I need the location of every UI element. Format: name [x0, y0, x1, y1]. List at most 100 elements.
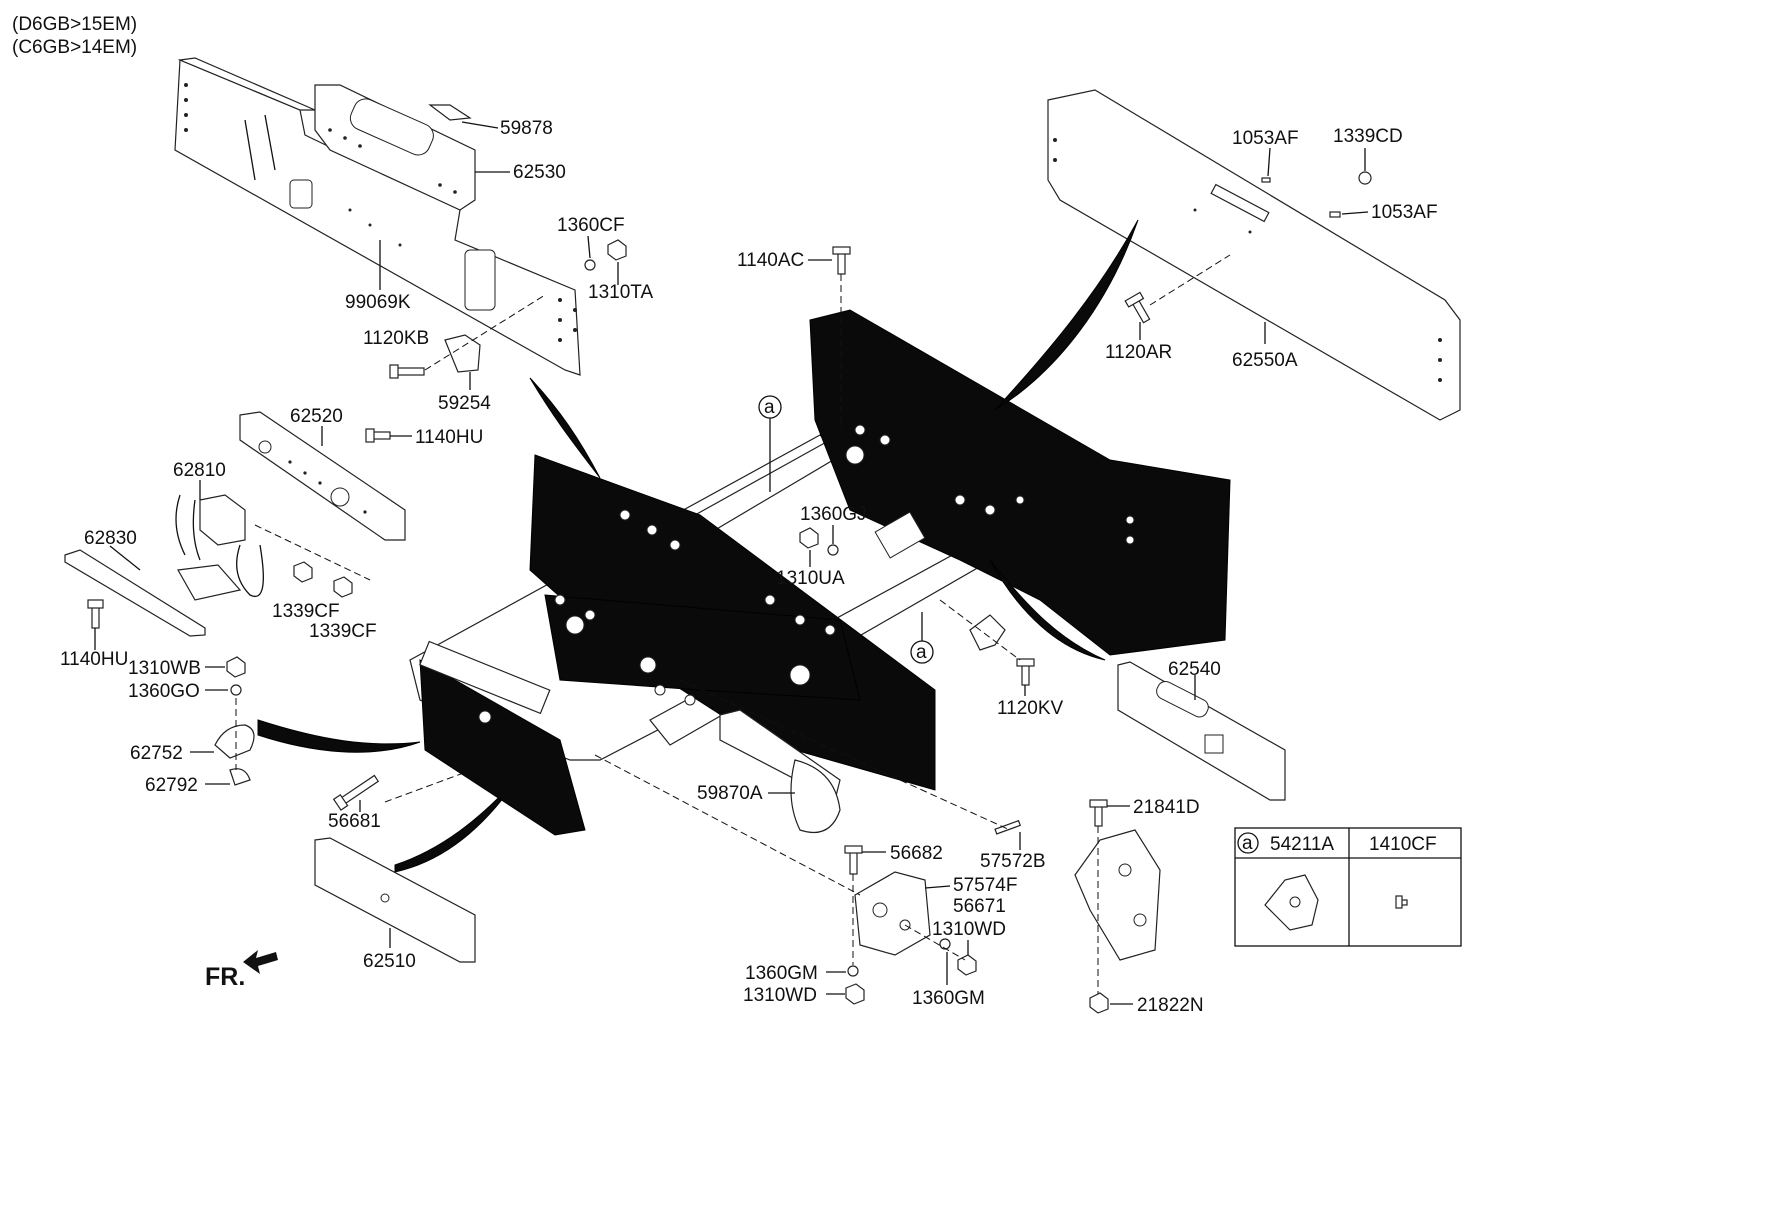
bolt-21841d-icon [1089, 799, 1108, 827]
callout-62550a: 62550A [1232, 350, 1298, 371]
front-direction-label: FR. [205, 963, 245, 991]
bracket-59254 [444, 334, 481, 373]
washer-1360cf-icon [584, 259, 596, 271]
panel-99069k [174, 57, 581, 376]
svg-text:a: a [916, 642, 927, 663]
callout-1360gm-a: 1360GM [745, 963, 818, 984]
callout-56682: 56682 [890, 843, 943, 864]
callout-59870a: 59870A [697, 783, 763, 804]
pin-57572b [994, 819, 1022, 835]
callout-62540: 62540 [1168, 659, 1221, 680]
callout-1360gj: 1360GJ [800, 504, 867, 525]
callout-57572b: 57572B [980, 851, 1046, 872]
callout-1310ta: 1310TA [588, 282, 653, 303]
callout-56671: 56671 [953, 896, 1006, 917]
bolt-1140hu-lower-icon [87, 599, 104, 629]
callout-56681: 56681 [328, 811, 381, 832]
bracket-1120kv [969, 614, 1006, 651]
main-frame [409, 309, 1231, 836]
bolt-1120kb-icon [389, 364, 425, 379]
legend-ref: a [1242, 833, 1253, 854]
callout-1339cf-a: 1339CF [272, 601, 340, 622]
callout-1310wd-b: 1310WD [743, 985, 817, 1006]
callout-1339cf-b: 1339CF [309, 621, 377, 642]
callout-1140ac: 1140AC [737, 250, 804, 271]
pointer-arc-2 [257, 719, 421, 753]
nut-1310wd-b-icon [957, 954, 977, 976]
pointer-arc-4 [989, 559, 1106, 661]
callout-1140hu-b: 1140HU [60, 649, 128, 670]
callout-1140hu-a: 1140HU [415, 427, 483, 448]
bracket-57574f [854, 871, 931, 956]
washer-1360go-icon [230, 684, 242, 696]
callout-1360cf: 1360CF [557, 215, 625, 236]
legend-part-1: 54211A [1270, 834, 1334, 855]
model-note-2: (C6GB>14EM) [12, 37, 137, 58]
callout-1053af-a: 1053AF [1232, 128, 1299, 149]
rail-62830 [64, 549, 206, 637]
bolt-1140ac-icon [832, 246, 851, 275]
washer-1339cd-icon [1358, 171, 1372, 185]
bolt-56681-icon [332, 774, 380, 811]
callout-59878: 59878 [500, 118, 553, 139]
nut-1339cf-a-icon [293, 561, 313, 583]
plate-62540 [1117, 661, 1286, 801]
callout-1310ua: 1310UA [776, 568, 845, 589]
legend-bolt-1410cf-icon [1395, 895, 1408, 909]
front-arrow-icon [243, 950, 278, 974]
pointer-arc-5 [994, 219, 1139, 411]
legend-ref-circle-icon [1237, 832, 1259, 854]
bolt-1120ar-icon [1124, 291, 1151, 324]
callout-1310wb: 1310WB [128, 658, 201, 679]
callout-1360gm-b: 1360GM [912, 988, 985, 1009]
callout-1053af-b: 1053AF [1371, 202, 1438, 223]
callout-57574f: 57574F [953, 875, 1017, 896]
nut-1310wb-icon [226, 656, 246, 678]
clip-62792 [229, 768, 251, 786]
nut-1339cf-b-icon [333, 576, 353, 598]
callout-1120kb: 1120KB [363, 328, 429, 349]
bolt-1053af-a-icon [1261, 177, 1271, 183]
callout-62752: 62752 [130, 743, 183, 764]
washer-1360gm-b-icon [939, 938, 951, 950]
washer-1360gm-a-icon [847, 965, 859, 977]
callout-62792: 62792 [145, 775, 198, 796]
panel-62530 [314, 84, 476, 211]
panel-62550a [1047, 89, 1461, 421]
legend-table: a 54211A 1410CF [1234, 827, 1462, 947]
bolt-56682-icon [844, 845, 863, 875]
crossmember-62520 [239, 411, 406, 541]
tow-hook-62810 [175, 494, 264, 601]
bracket-59870a [719, 709, 841, 834]
callout-62810: 62810 [173, 460, 226, 481]
bolt-1120kv-icon [1016, 658, 1035, 686]
svg-text:a: a [764, 397, 775, 418]
pointer-arc-1 [529, 377, 601, 479]
callout-1120ar: 1120AR [1105, 342, 1172, 363]
callout-1120kv: 1120KV [997, 698, 1064, 719]
clip-62752 [214, 724, 255, 759]
callout-99069k: 99069K [345, 292, 411, 313]
callout-1360go: 1360GO [128, 681, 200, 702]
washer-1360gj-icon [827, 544, 839, 556]
callout-59254: 59254 [438, 393, 491, 414]
plate-59878 [428, 104, 472, 121]
ref-marker-a-top: a [758, 395, 782, 492]
model-note-1: (D6GB>15EM) [12, 14, 137, 35]
plate-62510 [314, 837, 476, 963]
callout-62520: 62520 [290, 406, 343, 427]
legend-part-2: 1410CF [1369, 834, 1437, 855]
callout-1339cd: 1339CD [1333, 126, 1403, 147]
callout-21841d: 21841D [1133, 797, 1200, 818]
callout-62530: 62530 [513, 162, 566, 183]
bolt-1053af-b-icon [1329, 211, 1341, 218]
legend-bracket-54211a-icon [1264, 874, 1319, 931]
nut-1310ua-icon [799, 527, 819, 549]
ref-marker-a-bottom: a [910, 612, 934, 664]
nut-21822n-icon [1089, 992, 1109, 1014]
callout-62510: 62510 [363, 951, 416, 972]
bracket-21841d [1074, 829, 1161, 961]
bolt-1140hu-icon [365, 428, 391, 443]
callout-21822n: 21822N [1137, 995, 1204, 1016]
